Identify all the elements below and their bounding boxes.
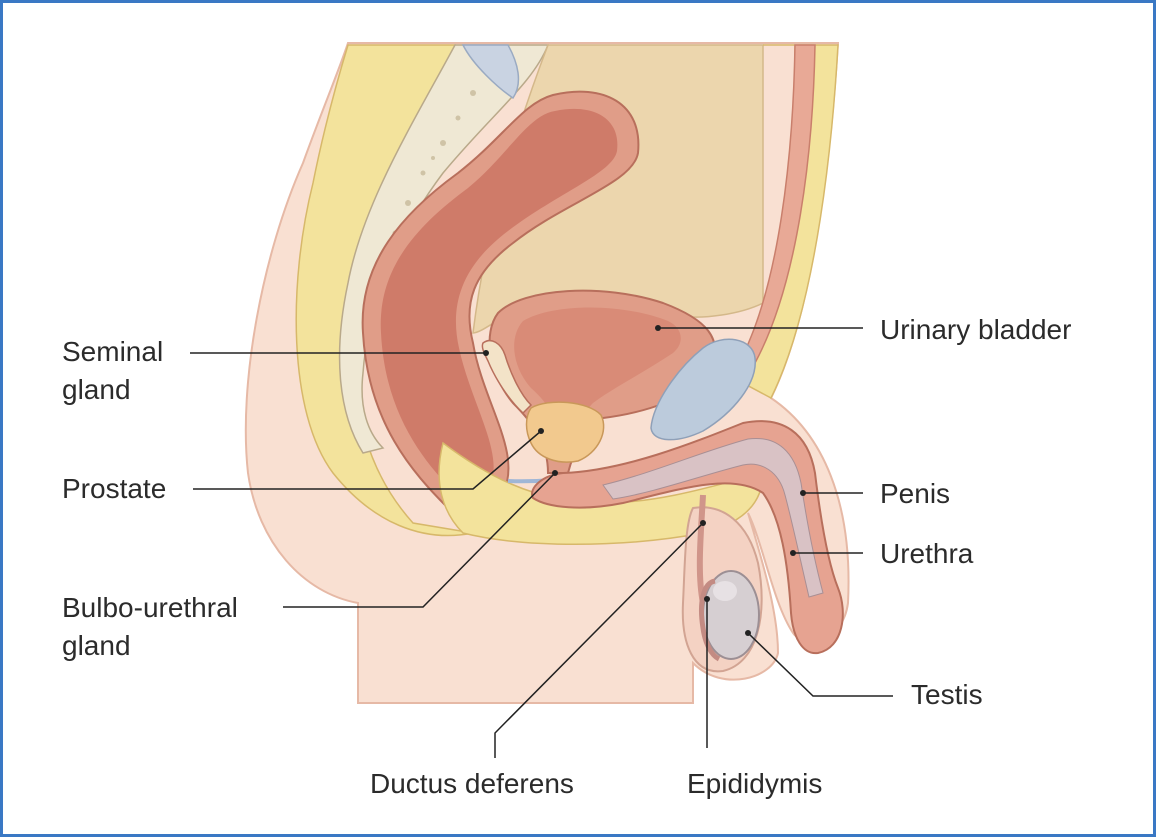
intervertebral-disc — [461, 44, 520, 100]
leader-endpoints — [483, 325, 806, 636]
label-ductus-deferens: Ductus deferens — [370, 768, 574, 799]
leader-prostate — [193, 430, 542, 490]
label-seminal-gland-line2: gland — [62, 374, 131, 405]
label-epididymis: Epididymis — [687, 768, 823, 799]
label-bulbo-urethral-gland: Bulbo-urethral gland — [62, 589, 238, 665]
label-seminal-gland: Seminal gland — [62, 333, 163, 409]
leader-bulbo-urethral — [283, 472, 556, 608]
label-urethra: Urethra — [880, 538, 974, 569]
leader-testis — [747, 632, 893, 697]
leader-lines — [190, 327, 893, 758]
leader-ductus-deferens — [494, 522, 704, 758]
label-urinary-bladder: Urinary bladder — [880, 314, 1072, 345]
label-penis: Penis — [880, 478, 951, 509]
ductus-deferens — [696, 494, 706, 604]
rectum-lumen — [380, 108, 618, 501]
penis — [531, 420, 844, 655]
label-seminal-gland-line1: Seminal — [62, 336, 164, 367]
pubic-symphysis — [650, 338, 756, 441]
erectile-tissue — [602, 437, 824, 598]
label-bulbo-urethral-line2: gland — [62, 630, 131, 661]
label-bulbo-urethral-line1: Bulbo-urethral — [62, 592, 238, 623]
label-testis: Testis — [911, 679, 983, 710]
pelvis-illustration — [190, 42, 893, 758]
prostate — [525, 401, 605, 463]
sacrum — [338, 44, 550, 454]
label-prostate: Prostate — [62, 473, 167, 504]
epididymis — [699, 578, 721, 662]
testis-highlight — [713, 581, 737, 601]
